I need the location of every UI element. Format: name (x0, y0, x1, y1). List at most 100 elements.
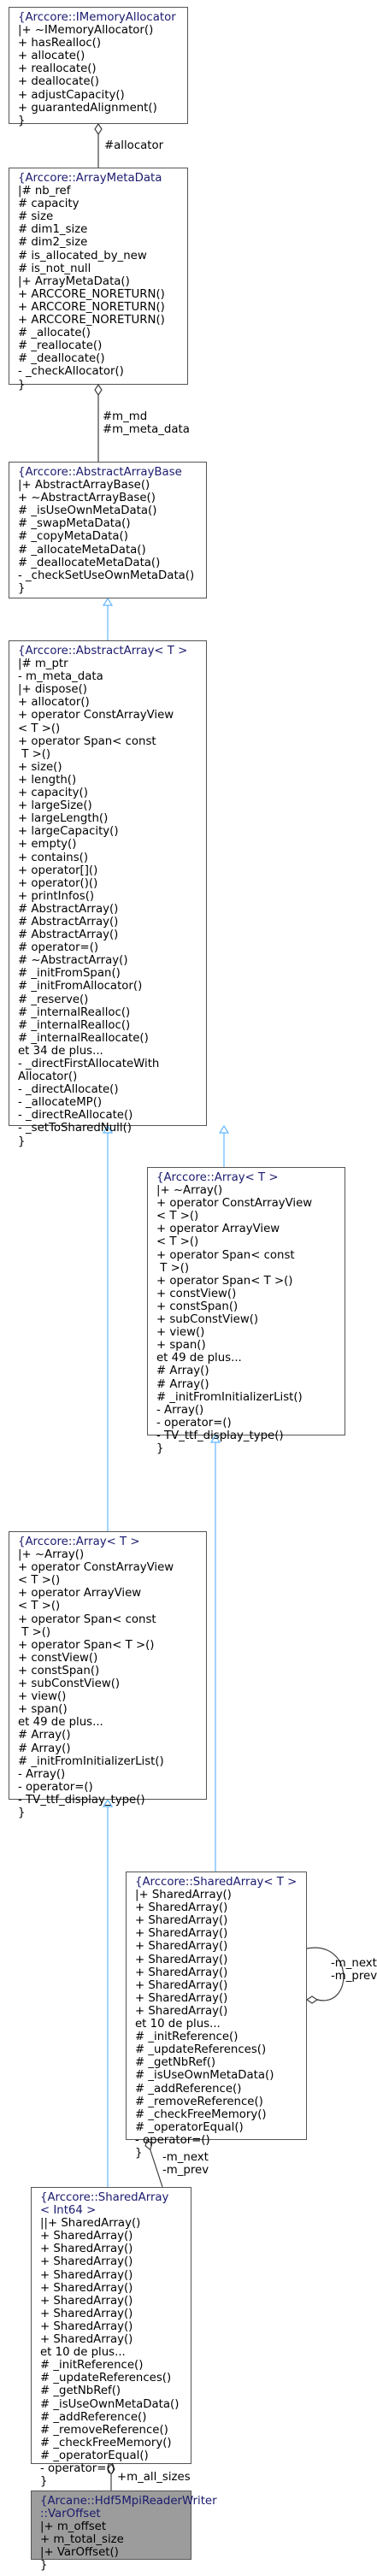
class-member-line: # _isUseOwnMetaData() (40, 2397, 180, 2411)
edge-self-diamond (305, 1995, 319, 2004)
class-member-line: # operator=() (18, 941, 99, 955)
class-member-line: # dim1_size (18, 223, 88, 237)
edge-all-sizes-diamond (107, 2462, 115, 2476)
class-member-line: + size() (18, 760, 62, 774)
class-member-line: - Array() (156, 1403, 204, 1417)
edge-arrayleft-abstract-arrowhead (102, 1124, 114, 1134)
class-member-line: } (18, 1806, 26, 1819)
class-member-line: # dim2_size (18, 236, 88, 250)
class-member-line: + SharedArray() (40, 2307, 133, 2320)
class-node-arrayleft[interactable]: {Arccore::Array< T >|+ ~Array()+ operato… (9, 1531, 207, 1819)
class-member-line: + SharedArray() (40, 2230, 133, 2243)
class-member-line: + operator Span< const (156, 1248, 295, 1262)
class-node-arraymeta[interactable]: {Arccore::ArrayMetaData|# nb_ref# capaci… (9, 168, 188, 392)
class-member-line: } (18, 114, 26, 127)
class-member-line: + operator Span< const (18, 1612, 156, 1626)
edge-label-line: #m_md (103, 410, 148, 423)
class-node-varoffset[interactable]: {Arcane::Hdf5MpiReaderWriter::VarOffset|… (31, 2491, 217, 2572)
edge-shared-arrayright-arrowhead (209, 1434, 221, 1443)
class-member-line: # _allocateMetaData() (18, 543, 146, 557)
class-node-sharedint64[interactable]: {Arccore::SharedArray< Int64 >||+ Shared… (31, 2187, 191, 2488)
class-node-imemory[interactable]: {Arccore::IMemoryAllocator|+ ~IMemoryAll… (9, 7, 188, 127)
class-node-arrayright[interactable]: {Arccore::Array< T >|+ ~Array()+ operato… (147, 1167, 345, 1455)
class-member-line: + SharedArray() (40, 2294, 133, 2308)
class-node-sharedarray[interactable]: {Arccore::SharedArray< T >|+ SharedArray… (126, 1872, 307, 2160)
class-member-line: + SharedArray() (40, 2255, 133, 2269)
class-member-line: # _allocate() (18, 327, 91, 340)
class-member-line: < T >() (156, 1235, 199, 1249)
class-member-line: + allocate() (18, 50, 85, 63)
class-member-line: # _internalRealloc() (18, 1005, 131, 1019)
class-member-line: + operator Span< T >() (18, 1638, 155, 1652)
class-member-line: + contains() (18, 851, 89, 864)
class-member-line: + SharedArray() (135, 1991, 228, 2005)
class-member-line: - operator=() (18, 1780, 93, 1794)
class-member-line: + reallocate() (18, 62, 97, 76)
class-node-abstractbase[interactable]: {Arccore::AbstractArrayBase|+ AbstractAr… (9, 462, 207, 598)
class-member-line: |+ ~Array() (18, 1548, 85, 1562)
class-members: {Arccore::Array< T >|+ ~Array()+ operato… (148, 1168, 345, 1459)
class-member-line: |+ ArrayMetaData() (18, 274, 130, 288)
class-title-line: {Arccore::AbstractArrayBase (18, 466, 182, 479)
class-members: {Arccore::IMemoryAllocator|+ ~IMemoryAll… (9, 8, 187, 131)
class-members: {Arccore::AbstractArray< T >|# m_ptr- m_… (9, 641, 206, 1152)
class-member-line: # is_allocated_by_new (18, 249, 147, 262)
class-member-line: + hasRealloc() (18, 37, 102, 50)
class-member-line: T >() (156, 1261, 190, 1275)
edge-int64-arrayleft-arrowhead (102, 1798, 114, 1807)
class-member-line: # is_not_null (18, 262, 91, 275)
class-member-line: - _directReAllocate() (18, 1109, 133, 1123)
class-member-line: - operator=() (156, 1416, 232, 1429)
class-member-line: # _isUseOwnMetaData() (135, 2069, 274, 2083)
class-member-line: + m_total_size (40, 2533, 124, 2547)
class-member-line: |+ VarOffset() (40, 2546, 119, 2560)
edge-label-line: #allocator (104, 139, 164, 152)
class-title-line: {Arccore::IMemoryAllocator (18, 11, 176, 24)
edge-self-line (306, 1947, 345, 2001)
class-member-line: - _checkSetUseOwnMetaData() (18, 569, 195, 582)
class-member-line: } (156, 1441, 164, 1455)
class-member-line: + operator[]() (18, 864, 98, 877)
class-member-line: |+ SharedArray() (135, 1889, 232, 1902)
class-members: {Arcane::Hdf5MpiReaderWriter::VarOffset|… (32, 2491, 217, 2576)
class-member-line: # _checkFreeMemory() (135, 2107, 267, 2121)
class-member-line: + ARCCORE_NORETURN() (18, 300, 165, 314)
class-member-line: } (40, 2475, 48, 2489)
class-member-line: - _allocateMP() (18, 1096, 103, 1110)
class-member-line: - _directFirstAllocateWith (18, 1058, 160, 1070)
class-member-line: # ~AbstractArray() (18, 954, 128, 968)
class-member-line: + constView() (156, 1287, 237, 1300)
class-member-line: + subConstView() (18, 1677, 121, 1691)
class-member-line: + SharedArray() (135, 1953, 228, 1966)
class-member-line: # _removeReference() (135, 2095, 263, 2108)
class-member-line: # Array() (18, 1742, 71, 1755)
class-title-line: {Arccore::AbstractArray< T > (18, 645, 188, 657)
class-member-line: |# nb_ref (18, 185, 71, 198)
class-member-line: + SharedArray() (135, 1927, 228, 1941)
class-member-line: + operator()() (18, 876, 98, 890)
edge-label-line: -m_prev (331, 1970, 377, 1983)
class-member-line: + view() (18, 1690, 67, 1704)
class-node-abstractarray[interactable]: {Arccore::AbstractArray< T >|# m_ptr- m_… (9, 640, 207, 1148)
class-member-line: # _initFromSpan() (18, 967, 121, 981)
class-member-line: - _setToSharedNull() (18, 1122, 132, 1135)
class-member-line: - m_meta_data (18, 670, 103, 684)
class-member-line: + view() (156, 1326, 205, 1340)
class-member-line: + allocator() (18, 696, 90, 710)
class-member-line: + operator ConstArrayView (156, 1197, 313, 1211)
class-member-line: # _initReference() (40, 2359, 144, 2373)
class-member-line: # capacity (18, 197, 80, 211)
class-member-line: - _directAllocate() (18, 1083, 119, 1097)
class-member-line: # _removeReference() (40, 2423, 168, 2437)
class-member-line: # _internalRealloc() (18, 1018, 131, 1032)
class-member-line: |# m_ptr (18, 657, 68, 671)
class-member-line: # _isUseOwnMetaData() (18, 504, 157, 518)
edge-arrayright-abstract-arrowhead (218, 1124, 230, 1134)
class-members: {Arccore::SharedArray< Int64 >||+ Shared… (32, 2188, 191, 2491)
class-member-line: + SharedArray() (135, 1914, 228, 1928)
allocator-label: #allocator (104, 139, 163, 152)
class-member-line: + largeLength() (18, 812, 109, 826)
class-member-line: + SharedArray() (135, 1901, 228, 1915)
class-member-line: + SharedArray() (40, 2320, 133, 2333)
